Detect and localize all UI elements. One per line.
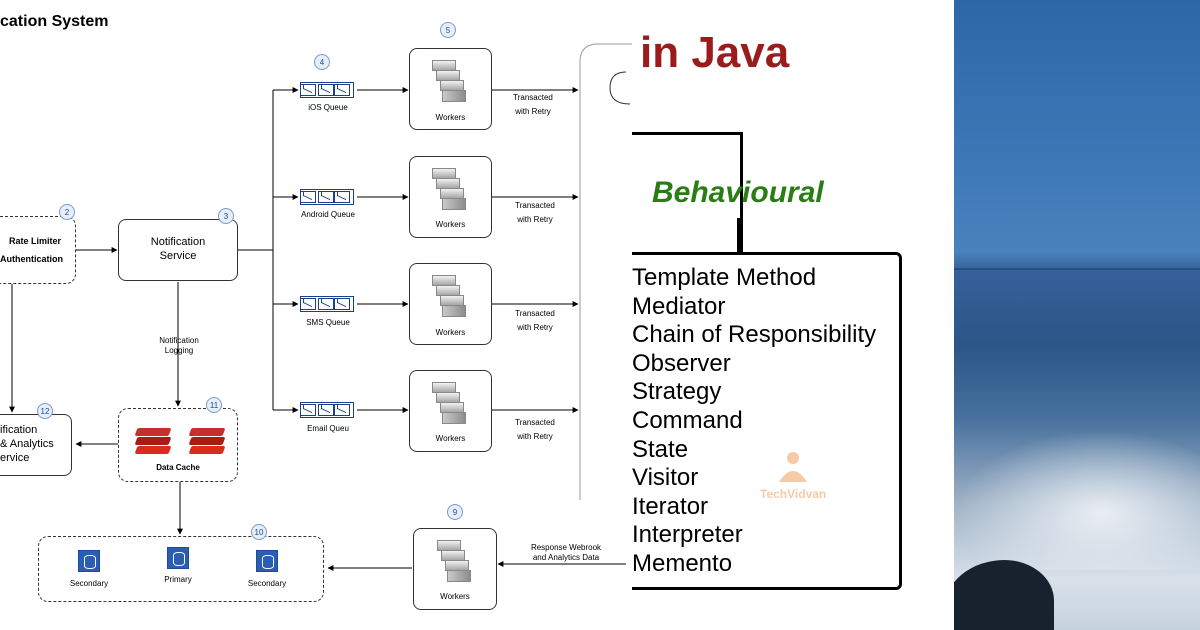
step-number-5: 5 <box>440 22 456 38</box>
java-patterns-overlay: in Java Behavioural Template Method Medi… <box>632 0 954 630</box>
database-icon <box>78 550 100 572</box>
shore-rock <box>954 560 1054 630</box>
pattern-item: State <box>632 436 689 463</box>
horizon-line <box>954 268 1200 270</box>
category-label: Behavioural <box>652 176 824 209</box>
workers-label: Workers <box>435 434 466 443</box>
analytics-label-2: & Analytics <box>0 438 54 450</box>
server-icon <box>432 168 466 212</box>
analytics-service-box <box>0 414 72 476</box>
authentication-label: Authentication <box>0 254 63 264</box>
ios-queue-icon <box>300 82 356 98</box>
analytics-label-3: ervice <box>0 452 30 464</box>
redis-icon <box>134 428 172 454</box>
rate-limiter-box <box>0 216 76 284</box>
response-workers-label: Workers <box>440 592 470 601</box>
step-number-10: 10 <box>251 524 267 540</box>
server-icon <box>437 540 471 584</box>
transacted-label: Transacted <box>513 93 553 102</box>
server-icon <box>432 382 466 426</box>
diagram-connectors <box>9 43 640 571</box>
sms-queue-icon <box>300 296 356 312</box>
analytics-label-1: ification <box>0 424 38 436</box>
notification-service-label-2: Service <box>159 250 197 262</box>
android-queue-icon <box>300 189 356 205</box>
retry-label: with Retry <box>517 432 553 441</box>
pattern-item: Interpreter <box>632 521 743 548</box>
database-icon <box>167 547 189 569</box>
pattern-item: Command <box>632 407 743 434</box>
category-bracket <box>632 132 743 255</box>
watermark-text: TechVidvan <box>760 487 827 501</box>
retry-label: with Retry <box>517 215 553 224</box>
data-cache-box <box>118 408 238 482</box>
java-title: in Java <box>640 28 790 77</box>
workers-label: Workers <box>435 328 466 337</box>
connector-line <box>737 218 740 254</box>
transacted-label: Transacted <box>515 418 555 427</box>
pattern-item: Template Method <box>632 264 817 291</box>
step-number-4: 4 <box>314 54 330 70</box>
db-label-primary: Primary <box>164 575 192 584</box>
email-queue-icon <box>300 402 356 418</box>
pattern-item: Iterator <box>632 493 709 520</box>
watermark-logo-icon <box>779 452 808 482</box>
ios-queue-label: iOS Queue <box>308 103 348 112</box>
server-icon <box>432 275 466 319</box>
notification-service-label: Notification <box>150 236 206 248</box>
step-number-12: 12 <box>37 403 53 419</box>
database-icon <box>256 550 278 572</box>
pattern-item: Visitor <box>632 464 699 491</box>
notification-service-box <box>118 219 238 281</box>
rate-limiter-label: Rate Limiter <box>8 236 61 246</box>
diagram-title: cation System <box>0 13 109 30</box>
transacted-label: Transacted <box>515 309 555 318</box>
db-label-secondary-2: Secondary <box>247 579 287 588</box>
workers-label: Workers <box>435 220 466 229</box>
step-number-2: 2 <box>59 204 75 220</box>
logging-label-1: Notification <box>159 336 199 345</box>
pattern-item: Observer <box>632 350 731 377</box>
sms-queue-label: SMS Queue <box>306 318 350 327</box>
android-queue-label: Android Queue <box>301 210 355 219</box>
pattern-item: Chain of Responsibility <box>632 321 877 348</box>
pattern-item: Memento <box>632 550 733 577</box>
analytics-data-label: and Analytics Data <box>532 553 600 562</box>
transacted-label: Transacted <box>515 201 555 210</box>
email-queue-label: Email Queu <box>307 424 349 433</box>
retry-label: with Retry <box>517 323 553 332</box>
pattern-item: Mediator <box>632 293 726 320</box>
techvidvan-watermark: TechVidvan <box>760 448 826 501</box>
system-diagram: cation System Rate Limiter Authenticatio… <box>0 0 640 630</box>
redis-icon <box>188 428 226 454</box>
pattern-item: Strategy <box>632 378 722 405</box>
step-number-11: 11 <box>206 397 222 413</box>
data-cache-label: Data Cache <box>156 463 200 472</box>
step-number-9: 9 <box>447 504 463 520</box>
retry-label: with Retry <box>515 107 551 116</box>
step-number-3: 3 <box>218 208 234 224</box>
server-icon <box>432 60 466 104</box>
pattern-list-box <box>632 252 902 590</box>
response-webhook-label: Response Webrook <box>530 543 602 552</box>
sea-mist <box>954 430 1200 570</box>
seascape-photo <box>954 0 1200 630</box>
db-label-secondary-1: Secondary <box>69 579 109 588</box>
workers-label: Workers <box>435 113 466 122</box>
logging-label-2: Logging <box>164 346 194 355</box>
